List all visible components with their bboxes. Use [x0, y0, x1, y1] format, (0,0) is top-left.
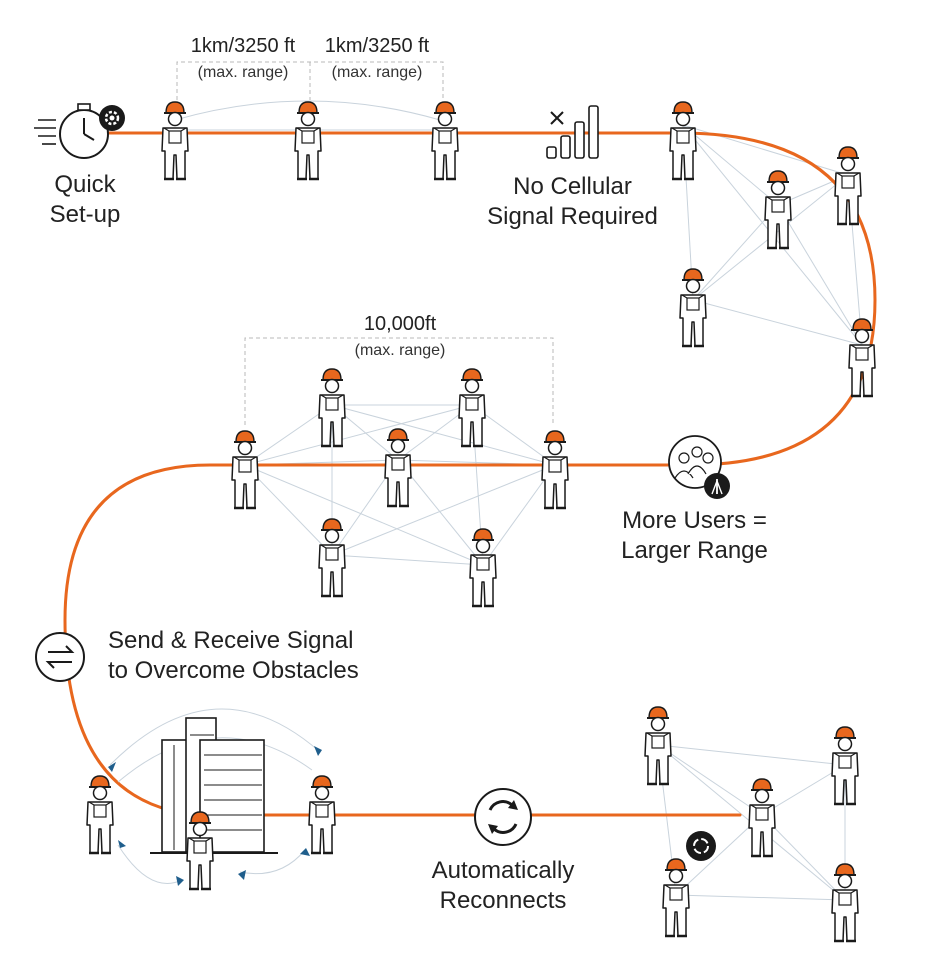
- worker: [833, 145, 863, 226]
- worker: [383, 427, 413, 508]
- worker: [661, 857, 691, 938]
- worker: [85, 774, 115, 855]
- range-sub-1: (max. range): [197, 64, 289, 81]
- worker: [747, 777, 777, 858]
- more-users-line1: More Users =: [622, 507, 767, 534]
- stopwatch-gear-icon: [34, 103, 125, 159]
- quick-setup-label: Quick Set-up: [40, 170, 130, 230]
- worker: [430, 100, 460, 181]
- worker: [643, 705, 673, 786]
- worker: [678, 267, 708, 348]
- send-receive-line2: to Overcome Obstacles: [108, 657, 359, 684]
- range-label-2: 1km/3250 ft: [312, 34, 442, 58]
- send-receive-line1: Send & Receive Signal: [108, 627, 354, 654]
- group-antenna-icon: [668, 435, 730, 499]
- range-value-3: 10,000ft: [363, 313, 437, 335]
- range-sub-2: (max. range): [331, 64, 423, 81]
- no-cellular-line2: Signal Required: [487, 203, 658, 230]
- worker: [160, 100, 190, 181]
- reconnect-label: Automatically Reconnects: [418, 856, 588, 916]
- worker: [317, 517, 347, 598]
- worker: [185, 810, 215, 891]
- more-users-label: More Users = Larger Range: [612, 506, 777, 566]
- worker: [457, 367, 487, 448]
- two-way-arrows-icon: [35, 632, 85, 682]
- worker: [540, 429, 570, 510]
- range-value-2: 1km/3250 ft: [324, 35, 430, 57]
- reconnect-line2: Reconnects: [439, 887, 567, 914]
- route-line: [63, 131, 877, 817]
- no-cellular-label: No Cellular Signal Required: [480, 172, 665, 232]
- range-label-3: 10,000ft: [335, 312, 465, 336]
- obstacle-arrowheads: [108, 746, 322, 886]
- send-receive-label: Send & Receive Signal to Overcome Obstac…: [108, 626, 359, 686]
- more-users-line2: Larger Range: [621, 537, 768, 564]
- reconnect-badge-icon: [686, 831, 716, 861]
- worker: [847, 317, 877, 398]
- worker: [293, 100, 323, 181]
- range-label-1: 1km/3250 ft: [178, 34, 308, 58]
- worker: [830, 862, 860, 943]
- no-signal-bars-icon: [546, 105, 599, 159]
- reconnect-line1: Automatically: [431, 857, 575, 884]
- worker: [307, 774, 337, 855]
- worker: [468, 527, 498, 608]
- quick-setup-line1: Quick: [54, 171, 116, 198]
- range-brackets: [176, 61, 554, 425]
- range-sub-3: (max. range): [354, 342, 446, 359]
- city-buildings-icon: [150, 717, 278, 854]
- worker: [763, 169, 793, 250]
- quick-setup-line2: Set-up: [49, 201, 121, 228]
- worker: [230, 429, 260, 510]
- no-cellular-line1: No Cellular: [513, 173, 632, 200]
- worker: [668, 100, 698, 181]
- range-value-1: 1km/3250 ft: [190, 35, 296, 57]
- circular-arrows-icon: [474, 788, 532, 846]
